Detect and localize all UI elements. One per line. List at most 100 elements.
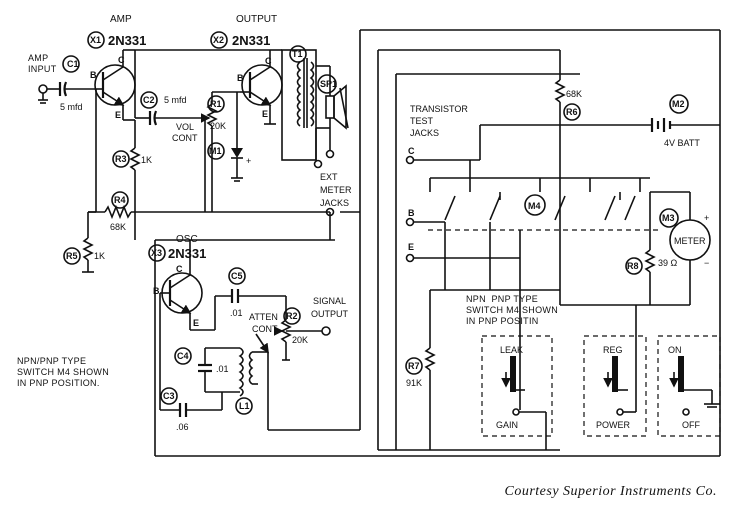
ext-label-2: METER	[320, 185, 352, 195]
m3-plus: +	[704, 213, 709, 223]
switch-reg-label: REG	[603, 345, 623, 355]
ext-label-1: EXT	[320, 172, 338, 182]
t1-ref: T1	[292, 49, 303, 59]
x2-transistor	[210, 31, 283, 125]
r1-potentiometer	[201, 92, 225, 212]
r2-label-2: CONT	[252, 324, 278, 334]
m2-ref: M2	[672, 99, 685, 109]
m2-battery	[480, 30, 721, 132]
switch-leak-label: LEAK	[500, 345, 523, 355]
x2-type: 2N331	[232, 33, 270, 48]
r1-value: 20K	[210, 121, 226, 131]
c4-ref: C4	[177, 351, 189, 361]
r6-value: 68K	[566, 89, 582, 99]
x1-pin-c: C	[118, 55, 125, 65]
test-jacks-label-3: JACKS	[410, 128, 439, 138]
c2-value: 5 mfd	[164, 95, 187, 105]
c1-capacitor	[47, 55, 96, 97]
x1-ref: X1	[90, 35, 101, 45]
r3-resistor	[112, 120, 141, 212]
sp1-speaker	[317, 66, 349, 150]
x2-role: OUTPUT	[236, 14, 277, 25]
r4-value: 68K	[110, 222, 126, 232]
test-jacks-label-1: TRANSISTOR	[410, 104, 468, 114]
m1-plus: +	[246, 156, 251, 166]
c1-ref: C1	[67, 59, 79, 69]
r5-resistor	[63, 237, 94, 273]
x3-role: OSC	[176, 234, 198, 245]
r1-label-1: VOL	[176, 122, 194, 132]
r5-value: 1K	[94, 251, 105, 261]
jack-b-label: B	[408, 208, 415, 218]
x1-type: 2N331	[108, 33, 146, 48]
leak-gain-switch	[481, 335, 553, 450]
r2-ref: R2	[286, 311, 298, 321]
c3-capacitor	[160, 387, 223, 417]
switch-gain-label: GAIN	[496, 420, 518, 430]
x3-type: 2N331	[168, 246, 206, 261]
c4-capacitor	[174, 347, 212, 392]
r2-potentiometer	[274, 296, 322, 361]
r3-value: 1K	[141, 155, 152, 165]
x1-pin-b: B	[90, 70, 97, 80]
amp-input-jack	[38, 84, 48, 104]
signal-output-label-1: SIGNAL	[313, 296, 346, 306]
x3-pin-e: E	[193, 318, 199, 328]
x3-transistor	[148, 240, 203, 330]
c3-ref: C3	[163, 391, 175, 401]
signal-output-jack	[321, 326, 331, 336]
m4-ref: M4	[528, 201, 541, 211]
m2-value: 4V BATT	[664, 138, 700, 148]
x1-role: AMP	[110, 14, 132, 25]
x3-ref: X3	[151, 248, 162, 258]
r6-resistor	[554, 79, 581, 125]
r8-value: 39 Ω	[658, 258, 678, 268]
credit-line: Courtesy Superior Instruments Co.	[504, 484, 717, 499]
r8-resistor	[625, 192, 656, 305]
reg-power-switch	[583, 305, 647, 437]
r4-ref: R4	[114, 195, 126, 205]
jack-c-label: C	[408, 146, 415, 156]
test-jacks-label-2: TEST	[410, 116, 434, 126]
c1-value: 5 mfd	[60, 102, 83, 112]
l1-ref: L1	[239, 401, 250, 411]
m3-label: METER	[674, 236, 706, 246]
m4-switch	[428, 160, 660, 231]
r3-ref: R3	[115, 154, 127, 164]
r5-ref: R5	[66, 251, 78, 261]
r1-label-2: CONT	[172, 133, 198, 143]
ext-meter-jacks	[313, 149, 335, 217]
m1-diode	[207, 92, 243, 182]
c5-value: .01	[230, 308, 243, 318]
jack-e-label: E	[408, 242, 414, 252]
amp-input-label: AMP INPUT	[28, 53, 57, 74]
m3-minus: −	[704, 258, 709, 268]
r2-value: 20K	[292, 335, 308, 345]
x2-pin-e: E	[262, 109, 268, 119]
c2-capacitor	[135, 91, 205, 126]
t1-transformer	[281, 45, 317, 161]
c5-ref: C5	[231, 271, 243, 281]
m3-meter	[650, 191, 711, 305]
r7-ref: R7	[408, 361, 420, 371]
r7-resistor	[405, 290, 436, 450]
c5-capacitor	[215, 267, 286, 303]
c4-value: .01	[216, 364, 229, 374]
x1-pin-e: E	[115, 110, 121, 120]
r2-label-1: ATTEN	[249, 312, 278, 322]
c3-value: .06	[176, 422, 189, 432]
signal-output-label-2: OUTPUT	[311, 309, 349, 319]
switch-power-label: POWER	[596, 420, 631, 430]
x2-pin-b: B	[237, 73, 244, 83]
ext-label-3: JACKS	[320, 198, 349, 208]
switch-on-label: ON	[668, 345, 682, 355]
switch-note-left: NPN/PNP TYPE SWITCH M4 SHOWN IN PNP POSI…	[17, 356, 109, 388]
c2-ref: C2	[143, 95, 155, 105]
x3-pin-c: C	[176, 264, 183, 274]
x2-pin-c: C	[265, 56, 272, 66]
switch-off-label: OFF	[682, 420, 700, 430]
sp1-ref: SP1	[320, 79, 337, 89]
r8-ref: R8	[627, 261, 639, 271]
r4-resistor	[88, 191, 330, 220]
